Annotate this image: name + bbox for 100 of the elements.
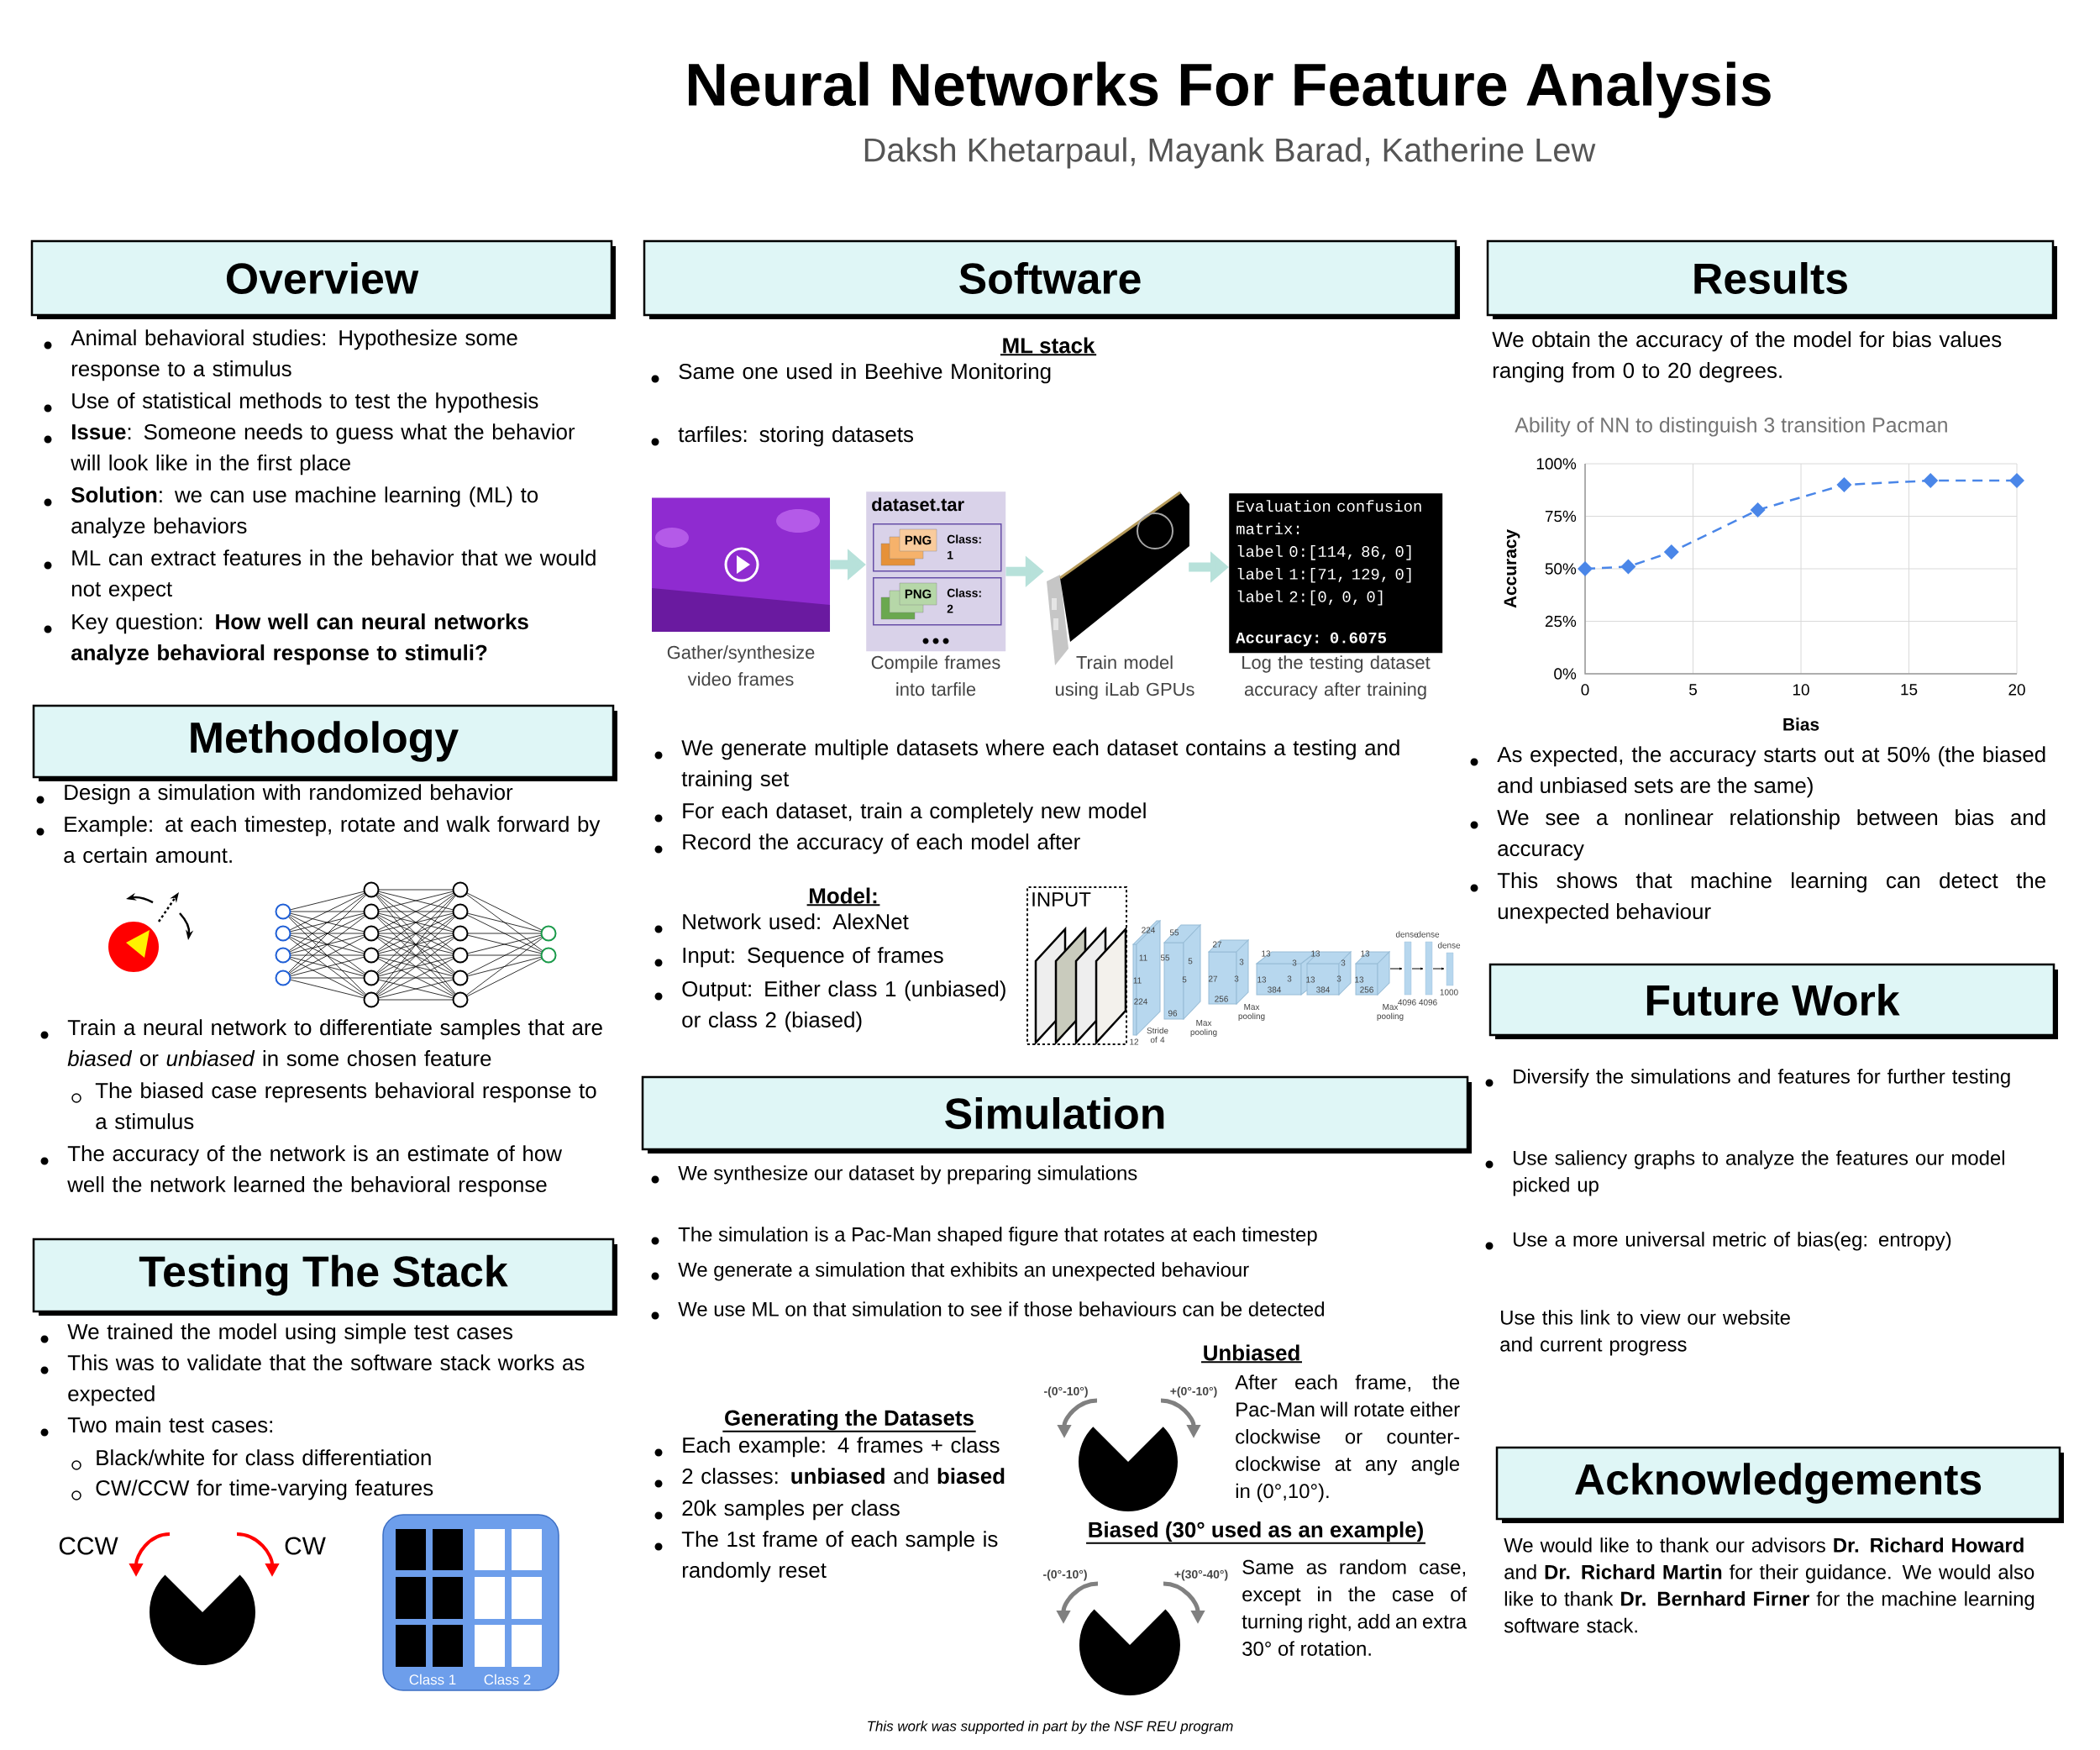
y-tick-label: 75% bbox=[1545, 510, 1577, 523]
section-header: Overview bbox=[30, 239, 616, 319]
section-header: Methodology bbox=[32, 704, 617, 781]
bullet-item: Key question: How well can neural networks analyze behavioral response to stimuli? bbox=[44, 613, 528, 665]
section-header: Acknowledgements bbox=[1495, 1446, 2065, 1524]
bullet-item: Input: Sequence of frames bbox=[654, 947, 943, 968]
file-card: PNG bbox=[899, 528, 937, 552]
layer-size-label: 13 bbox=[1262, 950, 1271, 957]
paragraph: Use this link to view our website and current progress bbox=[1500, 1310, 1790, 1356]
poster-title: Neural Networks For Feature Analysis bbox=[689, 61, 1771, 118]
bullet-item: The 1st frame of each sample is randomly reset bbox=[654, 1531, 998, 1583]
file-card: PNG bbox=[899, 582, 937, 606]
node-label: Evaluation confusion matrix: bbox=[1236, 500, 1421, 535]
node-label: Accuracy: 0.6075 bbox=[1236, 632, 1387, 647]
author-names: Daksh Khetarpaul, Mayank Barad, Katherine Lew bbox=[864, 137, 1596, 169]
bullet-item: Each example: 4 frames + class bbox=[654, 1437, 1000, 1458]
angle-label: +(0°-10°) bbox=[1170, 1386, 1217, 1398]
underlined-heading: Model: bbox=[806, 887, 881, 907]
layer-size-label: Max pooling bbox=[1238, 1004, 1265, 1021]
bullet-item: This shows that machine learning can detect the unexpected behaviour bbox=[1470, 872, 2045, 924]
bullet-item: For each dataset, train a completely new model bbox=[654, 802, 1146, 823]
section-header: Simulation bbox=[641, 1075, 1472, 1154]
bullet-item: Animal behavioral studies: Hypothesize some response to a stimulus bbox=[44, 329, 517, 381]
bullet-item: Record the accuracy of each model after bbox=[654, 833, 1080, 854]
step-caption: Compile frames into tarfile bbox=[871, 655, 1000, 696]
y-tick-label: 0% bbox=[1554, 668, 1577, 680]
bullet-item: We generate a simulation that exhibits an unexpected behaviour bbox=[651, 1262, 1249, 1281]
layer-size-label: 384 bbox=[1316, 986, 1331, 993]
underlined-heading: Generating the Datasets bbox=[722, 1409, 977, 1432]
layer-size-label: 27 bbox=[1213, 941, 1222, 948]
layer-size-label: Stride of 4 bbox=[1147, 1027, 1168, 1043]
x-tick-label: 10 bbox=[1793, 684, 1809, 696]
bullet-item: As expected, the accuracy starts out at 50% (the biased and unbiased sets are the same) bbox=[1470, 746, 2045, 798]
bullet-item: Issue: Someone needs to guess what the behavior will look like in the first place bbox=[44, 423, 575, 476]
underlined-heading: Unbiased bbox=[1200, 1344, 1303, 1364]
x-tick-label: 20 bbox=[2008, 684, 2025, 696]
node-label: label 0:[114, 86, 0] bbox=[1237, 545, 1411, 560]
layer-size-label: 13 bbox=[1306, 976, 1315, 983]
underlined-heading: Biased (30° used as an example) bbox=[1085, 1521, 1426, 1544]
rotation-label: CCW bbox=[59, 1537, 118, 1555]
x-axis-title: Bias bbox=[1783, 717, 1819, 731]
y-tick-label: 50% bbox=[1545, 563, 1577, 575]
layer-size-label: 3 bbox=[1341, 959, 1346, 966]
node-label: label 1:[71, 129, 0] bbox=[1237, 567, 1411, 583]
angle-label: -(0°-10°) bbox=[1044, 1386, 1088, 1398]
y-tick-label: 100% bbox=[1536, 458, 1577, 470]
bullet-item: We use ML on that simulation to see if those behaviours can be detected bbox=[651, 1301, 1324, 1320]
chart-title: Ability of NN to distinguish 3 transition Pacman bbox=[1515, 417, 1947, 437]
layer-size-label: 13 bbox=[1355, 976, 1364, 983]
section-header: Results bbox=[1486, 239, 2058, 319]
layer-size-label: 5 bbox=[1182, 976, 1187, 983]
y-axis-title: Accuracy bbox=[1504, 529, 1520, 608]
layer-size-label: 1000 bbox=[1440, 989, 1458, 996]
section-header: Testing The Stack bbox=[32, 1238, 617, 1316]
layer-size-label: 3 bbox=[1336, 975, 1341, 982]
layer-size-label: 256 bbox=[1360, 986, 1373, 993]
bullet-item: Use a more universal metric of bias(eg: entropy) bbox=[1485, 1232, 1951, 1251]
layer-size-label: dense bbox=[1395, 931, 1419, 938]
bullet-item: Train a neural network to differentiate samples that are biased or unbiased in some chosen feature bbox=[40, 1019, 602, 1067]
layer-size-label: 4096 bbox=[1398, 999, 1416, 1006]
bullet-item: We synthesize our dataset by preparing simulations bbox=[651, 1165, 1137, 1185]
description-text: After each frame, the Pac-Man will rotate either clockwise or counter-clockwise at any angle in (0°,10°). bbox=[1235, 1374, 1460, 1502]
class-label: Class 1 bbox=[409, 1674, 456, 1685]
layer-size-label: 4096 bbox=[1419, 999, 1437, 1006]
layer-size-label: 27 bbox=[1209, 975, 1218, 982]
paragraph: We obtain the accuracy of the model for bias values ranging from 0 to 20 degrees. bbox=[1492, 331, 2002, 383]
section-header: Future Work bbox=[1488, 963, 2059, 1039]
class-label: Class 2 bbox=[484, 1674, 531, 1685]
section-header: Software bbox=[643, 239, 1460, 319]
layer-size-label: 224 bbox=[1134, 998, 1148, 1005]
class-label: Class: 1 bbox=[947, 534, 981, 560]
terminal-output-box: Evaluation confusion matrix: label 0:[114, 86, 0] label 1:[71, 129, 0] label 2:[0, 0, 0] Accuracy: 0.6075 bbox=[1229, 493, 1443, 654]
bullet-item: Design a simulation with randomized behavior bbox=[36, 784, 513, 805]
description-text: Same as random case, except in the case of turning right, add an extra 30° of rotation. bbox=[1242, 1559, 1467, 1656]
bullet-item: tarfiles: storing datasets bbox=[651, 426, 913, 447]
layer-size-label: 3 bbox=[1239, 959, 1244, 965]
layer-size-label: 13 bbox=[1257, 976, 1267, 983]
angle-label: -(0°-10°) bbox=[1043, 1569, 1087, 1581]
sub-bullet-item: Black/white for class differentiation bbox=[71, 1449, 431, 1470]
angle-label: +(30°-40°) bbox=[1174, 1569, 1228, 1581]
bullet-item: This was to validate that the software stack works as expected bbox=[40, 1354, 585, 1406]
bullet-item: 2 classes: unbiased and biased bbox=[654, 1468, 1005, 1488]
sub-bullet-item: CW/CCW for time-varying features bbox=[71, 1479, 433, 1500]
layer-size-label: 256 bbox=[1215, 996, 1228, 1002]
paragraph: We would like to thank our advisors Dr. Richard Howard and Dr. Richard Martin for their guidance. We would also like to thank Dr. Bernhard Firner for the machine learning software stack. bbox=[1504, 1537, 2034, 1633]
step-caption: Log the testing dataset accuracy after training bbox=[1242, 655, 1431, 700]
sub-bullet-item: The biased case represents behavioral response to a stimulus bbox=[71, 1082, 596, 1130]
bullet-item: Two main test cases: bbox=[40, 1416, 272, 1437]
bullet-item: Network used: AlexNet bbox=[654, 913, 909, 933]
bullet-item: We trained the model using simple test cases bbox=[40, 1323, 512, 1344]
bullet-item: ML can extract features in the behavior that we would not expect bbox=[44, 549, 596, 602]
x-tick-label: 5 bbox=[1689, 684, 1697, 696]
layer-size-label: 55 bbox=[1160, 954, 1170, 961]
bullet-item: Solution: we can use machine learning (ML) to analyze behaviors bbox=[44, 486, 538, 539]
layer-size-label: 55 bbox=[1169, 929, 1179, 936]
layer-size-label: 96 bbox=[1168, 1010, 1178, 1017]
bullet-item: The accuracy of the network is an estimate of how well the network learned the behavioral response bbox=[40, 1145, 562, 1197]
box-title: INPUT bbox=[1032, 892, 1091, 907]
layer-size-label: dense bbox=[1416, 931, 1440, 938]
layer-size-label: dense bbox=[1437, 942, 1461, 949]
